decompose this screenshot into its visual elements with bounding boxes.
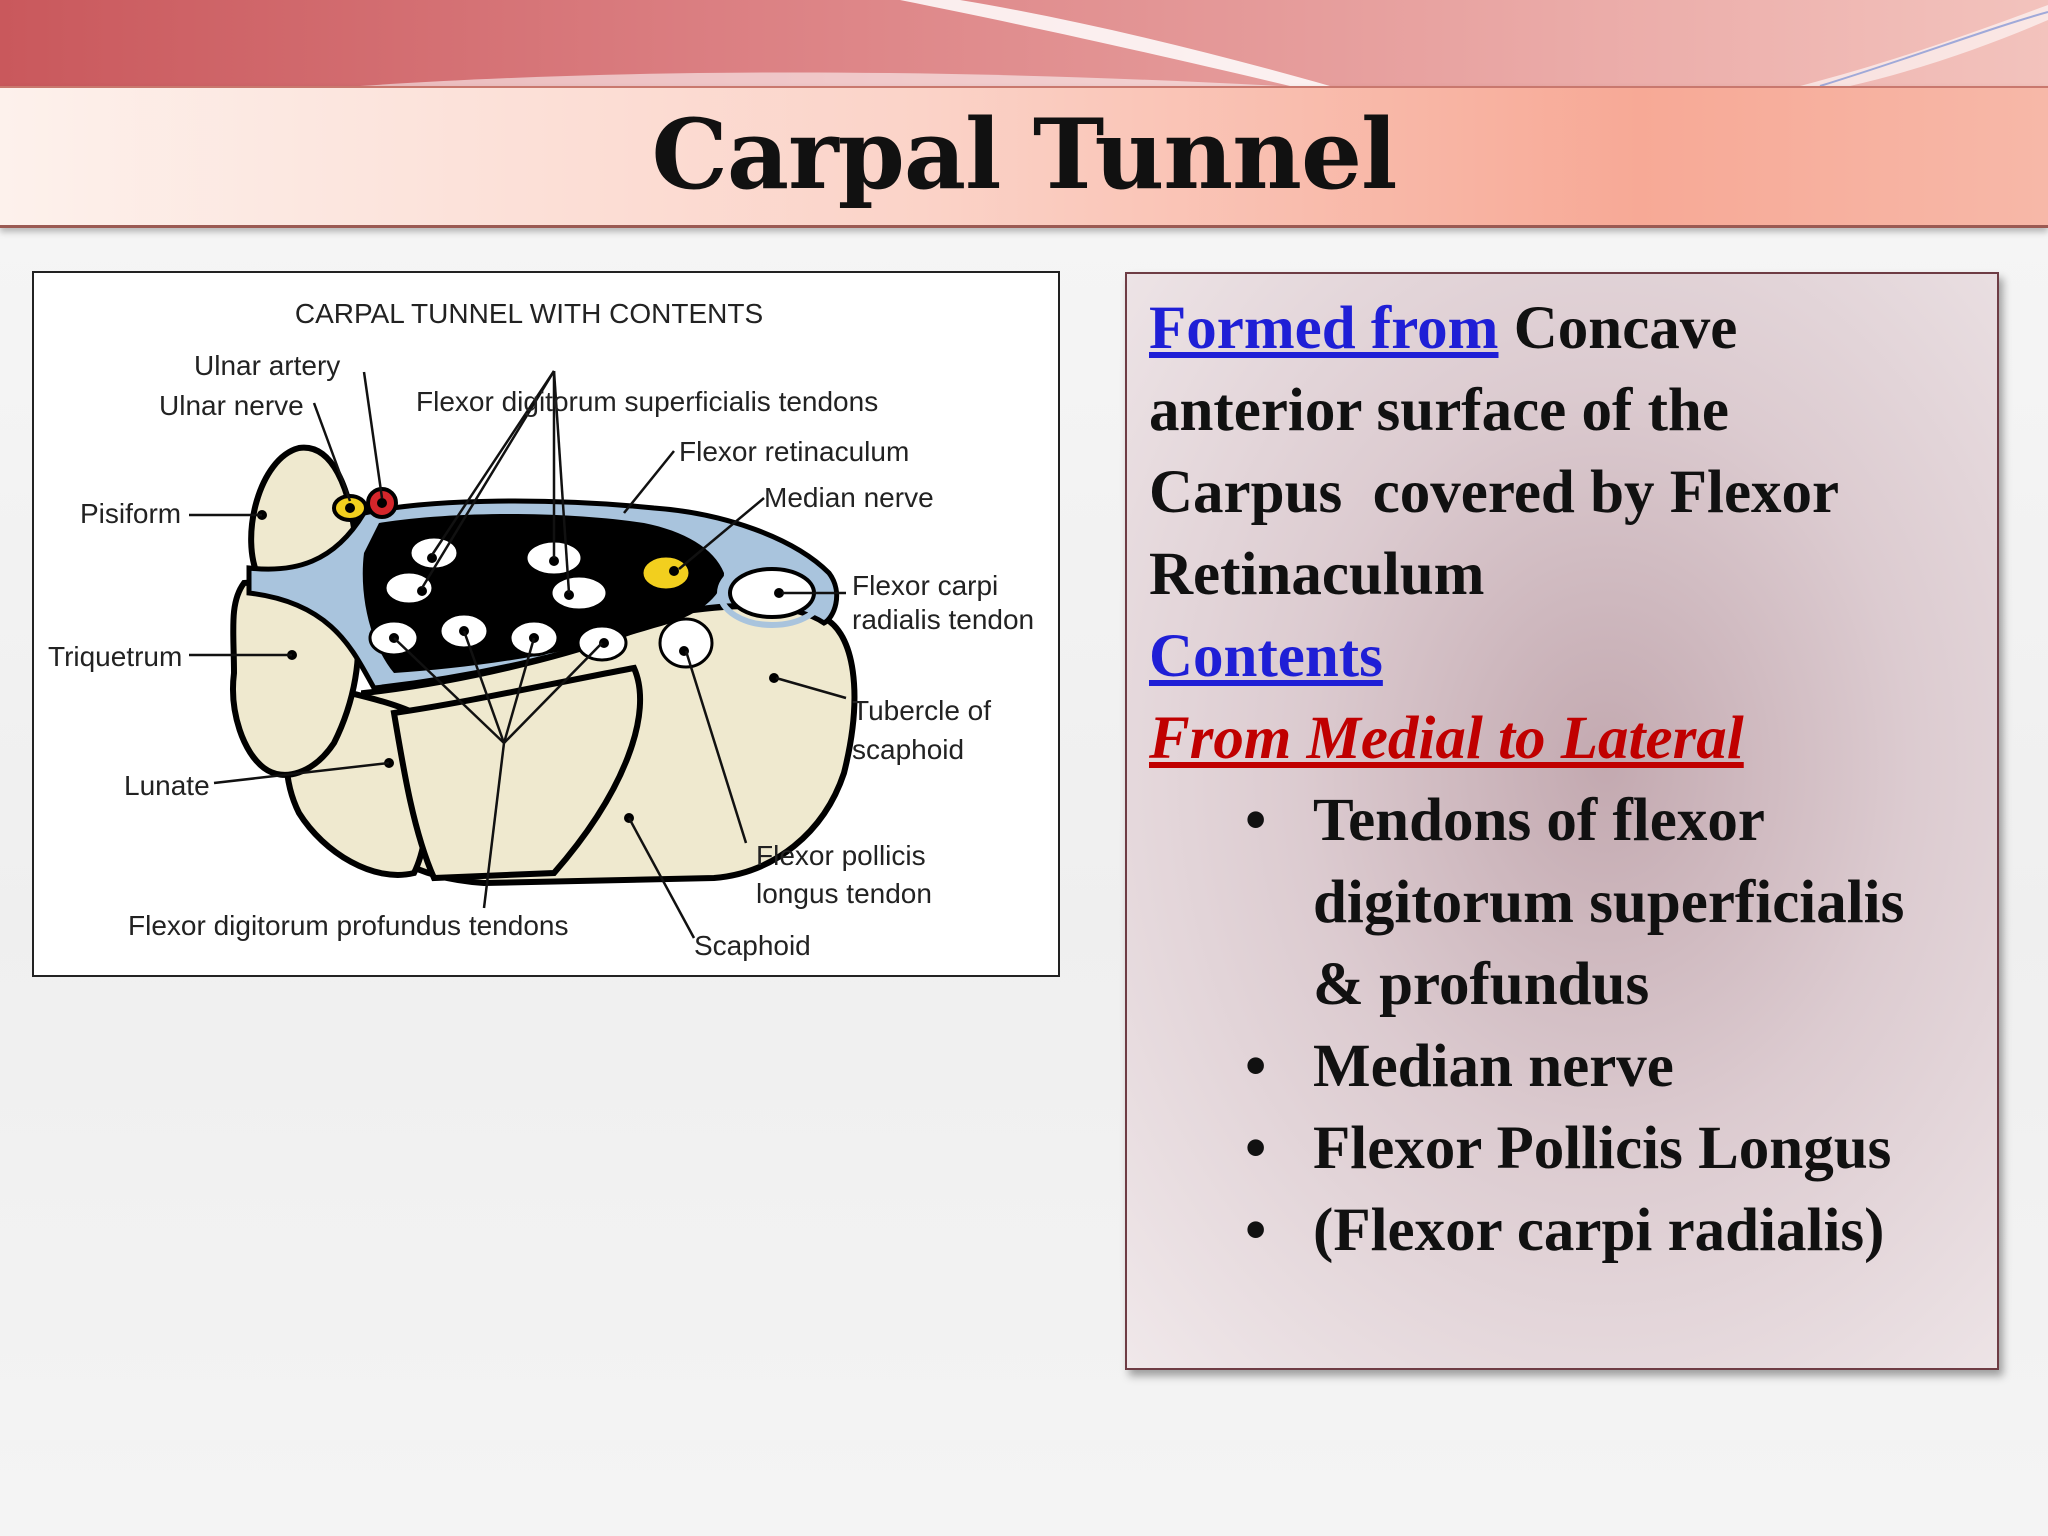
diagram-canvas: CARPAL TUNNEL WITH CONTENTS bbox=[48, 298, 1034, 961]
fpl-tendon bbox=[658, 617, 714, 669]
list-item-line: digitorum superficialis bbox=[1313, 869, 1905, 936]
label-fpl-1: Flexor pollicis bbox=[756, 840, 926, 871]
header-decoration bbox=[0, 0, 2048, 86]
formed-from-text-4: Retinaculum bbox=[1149, 541, 1485, 608]
label-flexor-retinaculum: Flexor retinaculum bbox=[679, 436, 909, 467]
label-ulnar-artery: Ulnar artery bbox=[194, 350, 340, 381]
list-item: • Tendons of flexor digitorum superficia… bbox=[1245, 780, 1979, 1026]
list-item: • Median nerve bbox=[1245, 1026, 1979, 1108]
formed-from-link[interactable]: Formed from bbox=[1149, 295, 1499, 362]
label-fds-tendons: Flexor digitorum superficialis tendons bbox=[416, 386, 878, 417]
median-nerve bbox=[640, 554, 692, 592]
label-median-nerve: Median nerve bbox=[764, 482, 934, 513]
label-pisiform: Pisiform bbox=[80, 498, 181, 529]
formed-from-text-2: anterior surface of the bbox=[1149, 377, 1729, 444]
list-item-line: Flexor Pollicis Longus bbox=[1313, 1115, 1892, 1182]
bullet: • bbox=[1245, 787, 1267, 854]
list-item-line: (Flexor carpi radialis) bbox=[1313, 1197, 1885, 1264]
bullet: • bbox=[1245, 1115, 1267, 1182]
label-triquetrum: Triquetrum bbox=[48, 641, 182, 672]
header-swoosh bbox=[360, 0, 2048, 86]
label-fcr-2: radialis tendon bbox=[852, 604, 1034, 635]
label-fpl-2: longus tendon bbox=[756, 878, 932, 909]
ulnar-nerve-dot bbox=[345, 503, 355, 513]
fds-tendon bbox=[383, 570, 435, 606]
formed-from-line-1: Formed from Concave bbox=[1149, 288, 1979, 370]
label-ulnar-nerve: Ulnar nerve bbox=[159, 390, 304, 421]
fds-tendon bbox=[549, 574, 609, 612]
slide-title: Carpal Tunnel bbox=[651, 98, 1398, 211]
list-item-line: & profundus bbox=[1313, 951, 1650, 1018]
label-fdp-tendons: Flexor digitorum profundus tendons bbox=[128, 910, 568, 941]
formed-from-text-3: Carpus covered by Flexor bbox=[1149, 459, 1840, 526]
contents-list: • Tendons of flexor digitorum superficia… bbox=[1245, 780, 1979, 1272]
capitate-region bbox=[390, 664, 644, 882]
list-item-line: Median nerve bbox=[1313, 1033, 1674, 1100]
formed-from-text-1: Concave bbox=[1513, 295, 1738, 362]
leader-lines bbox=[189, 370, 847, 939]
bullet: • bbox=[1245, 1197, 1267, 1264]
contents-link[interactable]: Contents bbox=[1149, 623, 1383, 690]
list-item-line: Tendons of flexor bbox=[1313, 787, 1765, 854]
median-nerve-dot bbox=[669, 566, 679, 576]
content-panel: Formed from Concave anterior surface of … bbox=[1125, 272, 1999, 1370]
list-item: • Flexor Pollicis Longus bbox=[1245, 1108, 1979, 1190]
label-lunate: Lunate bbox=[124, 770, 210, 801]
label-tubercle-1: Tubercle of bbox=[852, 695, 991, 726]
carpal-tunnel-diagram: CARPAL TUNNEL WITH CONTENTS bbox=[32, 271, 1060, 977]
label-tubercle-2: scaphoid bbox=[852, 734, 964, 765]
diagram-title: CARPAL TUNNEL WITH CONTENTS bbox=[295, 298, 763, 329]
ulnar-artery-dot bbox=[377, 498, 387, 508]
order-heading: From Medial to Lateral bbox=[1149, 705, 1744, 772]
label-fcr-1: Flexor carpi bbox=[852, 570, 998, 601]
title-band bbox=[0, 86, 2048, 228]
label-scaphoid: Scaphoid bbox=[694, 930, 811, 961]
list-item: • (Flexor carpi radialis) bbox=[1245, 1190, 1979, 1272]
bullet: • bbox=[1245, 1033, 1267, 1100]
